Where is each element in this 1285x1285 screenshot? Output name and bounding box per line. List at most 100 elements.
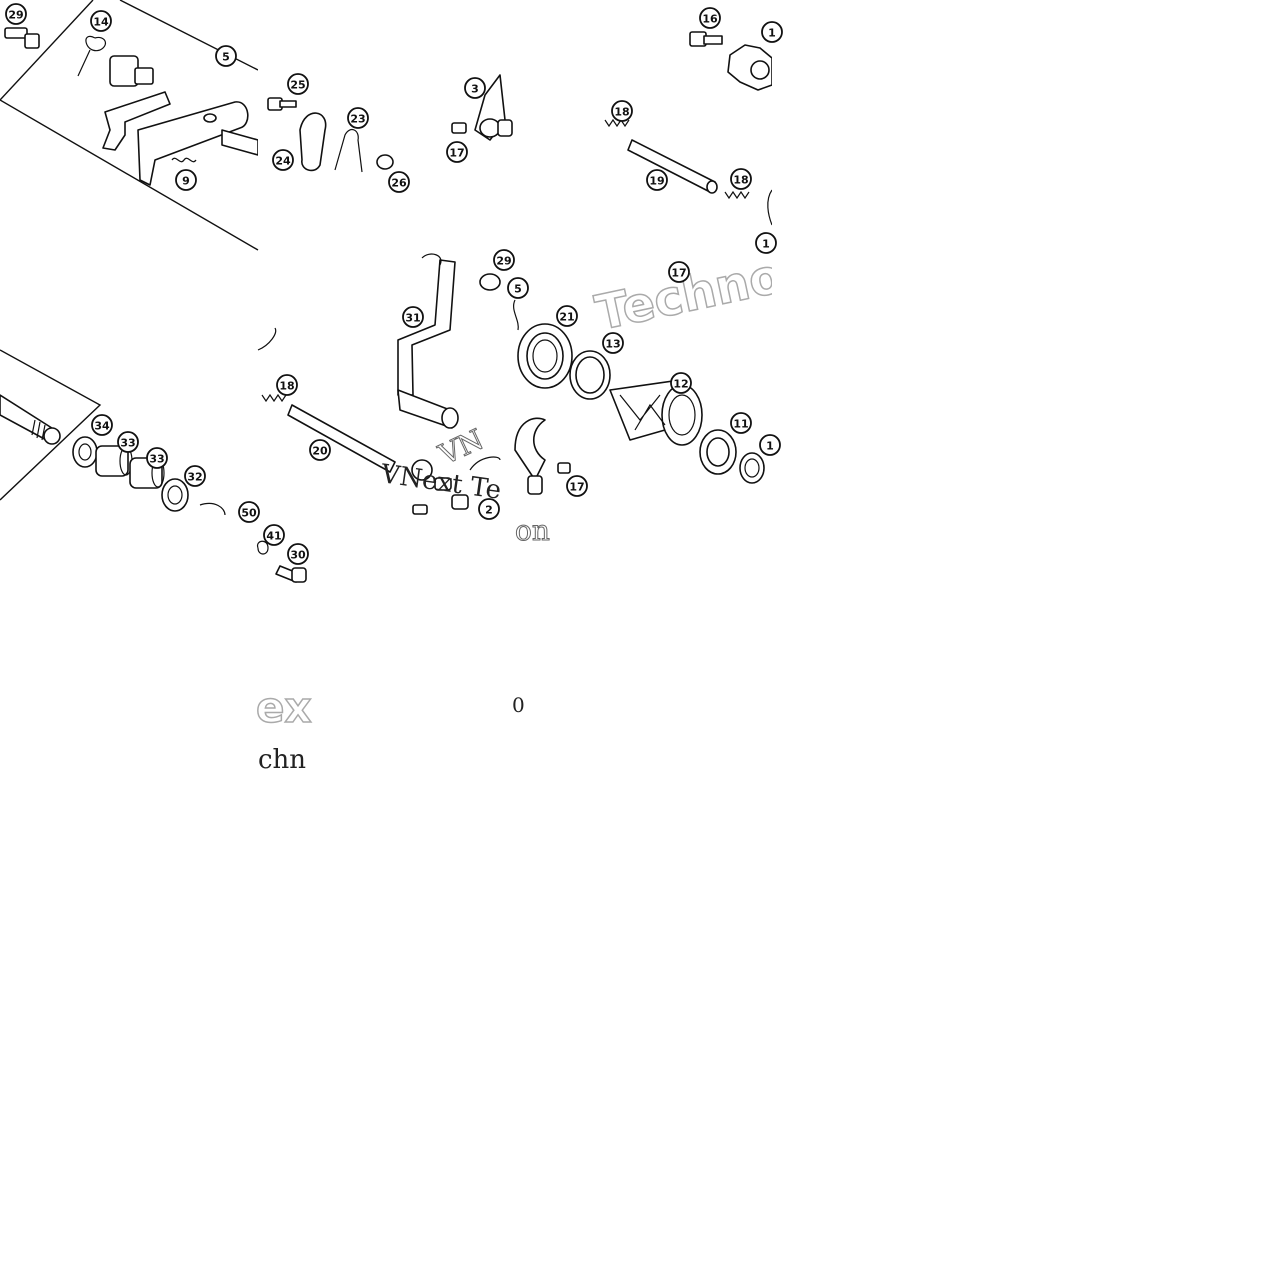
callout-circle [566,475,588,497]
callout-label: 3 [471,83,479,96]
washer-32-part [161,478,189,512]
callout-circle [238,501,260,523]
callout-circle [611,100,633,122]
callout-label: 17 [449,147,464,160]
gearshift-shaft-31-part [397,253,459,429]
callout-label: 17 [569,481,584,494]
spring-18c-part [261,393,287,403]
callout-label: 18 [733,174,748,187]
callout-c14: 14 [90,10,112,32]
callout-circle [446,141,468,163]
spring-clip-14-part [77,35,107,77]
shaft-19-part [627,139,718,194]
callout-circle [402,306,424,328]
shaft-part [221,129,259,156]
callout-label: 32 [187,471,202,484]
callout-c18c: 18 [276,374,298,396]
callout-circle [276,374,298,396]
callout-c32: 32 [184,465,206,487]
watermark-on: on [515,514,550,547]
callout-circle [668,261,690,283]
callout-c30: 30 [287,543,309,565]
callout-c33a: 33 [117,431,139,453]
main-shaft-part [0,394,61,445]
callout-circle [388,171,410,193]
callout-circle [5,3,27,25]
callout-circle [759,434,781,456]
washer-34-part [72,436,98,468]
circlip-41-part [256,540,269,555]
callout-c17a: 17 [446,141,468,163]
bearing-21-part [517,323,573,389]
spring-9-part [171,157,197,163]
callout-c31: 31 [402,306,424,328]
callout-label: 11 [733,418,748,431]
callout-c13: 13 [602,332,624,354]
callout-circle [272,149,294,171]
callout-label: 1 [762,238,770,251]
callout-c19: 19 [646,169,668,191]
watermark-zero: 0 [512,693,525,717]
callout-circle [117,431,139,453]
bushing-part [109,55,154,87]
callout-c5: 5 [215,45,237,67]
callout-circle [730,168,752,190]
callout-label: 18 [614,106,629,119]
panel-gap-vertical [258,0,262,248]
watermark-chn: chn [258,745,306,775]
pin-17-part [451,122,467,134]
callout-c33b: 33 [146,447,168,469]
callout-circle [184,465,206,487]
watermark-vnext: VNext Te [378,459,503,506]
callout-c1a: 1 [761,21,783,43]
callout-circle [263,524,285,546]
star-cam-part [727,44,773,91]
washer-13-part [569,350,611,400]
callout-circle [556,305,578,327]
callout-label: 5 [514,283,522,296]
callout-label: 19 [649,175,664,188]
callout-c12: 12 [670,372,692,394]
shift-drum-12-part [609,379,703,446]
washer-29b-part [479,273,501,291]
center-small-parts [411,459,469,515]
callout-label: 23 [350,113,365,126]
spring-23-part [334,128,363,173]
callout-label: 26 [391,177,407,190]
bearing-11-part [699,429,737,475]
callout-c1c: 1 [759,434,781,456]
callout-circle [755,232,777,254]
callout-label: 1 [766,440,774,453]
callout-circle [146,447,168,469]
callout-c16: 16 [699,7,721,29]
callout-circle [215,45,237,67]
callout-c41: 41 [263,524,285,546]
stopper-lever-24-part [299,112,327,172]
callout-circle [699,7,721,29]
callout-c17c: 17 [566,475,588,497]
right-edge-part [767,189,773,226]
callout-circle [175,169,197,191]
callout-label: 14 [93,16,109,29]
callout-circle [287,543,309,565]
callout-c15: 5 [507,277,529,299]
shift-plate-part [102,91,249,186]
bolt-30-part [275,565,307,583]
callout-circle [507,277,529,299]
callout-c11: 11 [730,412,752,434]
callout-c9: 9 [175,169,197,191]
callout-label: 30 [290,549,306,562]
spring-18-right-part [724,190,750,200]
callout-label: 9 [182,175,190,188]
callout-c26: 26 [388,171,410,193]
callout-c21: 21 [556,305,578,327]
blank-bottom-area [0,600,1285,1285]
callout-label: 2 [485,504,493,517]
callout-label: 29 [496,255,511,268]
callout-label: 29 [8,9,23,22]
callout-circle [287,73,309,95]
callout-c34: 34 [91,414,113,436]
callout-circle [309,439,331,461]
